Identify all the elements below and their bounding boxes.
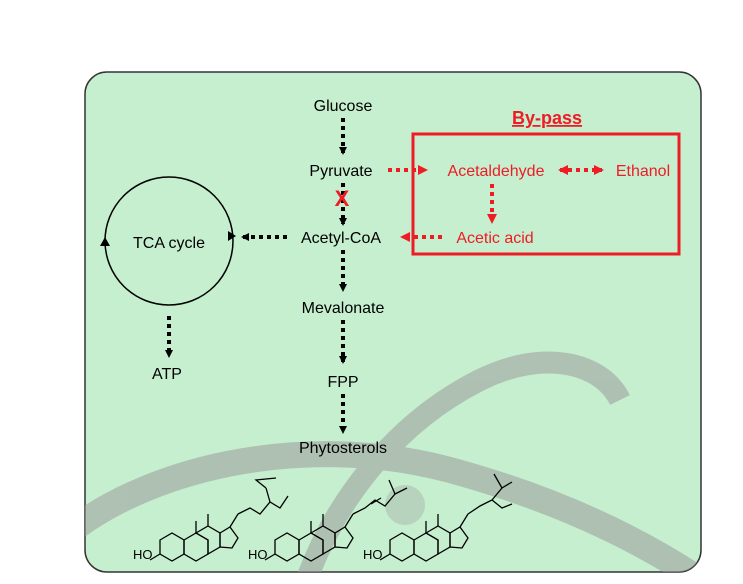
acetic-acid-label: Acetic acid bbox=[456, 230, 533, 247]
phytosterols-label: Phytosterols bbox=[299, 440, 387, 457]
tca-cycle-label: TCA cycle bbox=[133, 235, 205, 252]
acetyl-coa-label: Acetyl-CoA bbox=[301, 230, 381, 247]
pyruvate-label: Pyruvate bbox=[309, 163, 372, 180]
atp-label: ATP bbox=[152, 366, 182, 383]
tca-cycle-arrowhead-left bbox=[100, 237, 110, 246]
hydroxyl-label-2: HO bbox=[248, 547, 268, 562]
bypass-box bbox=[411, 132, 681, 256]
tca-cycle-arrowhead-right bbox=[228, 231, 236, 241]
panel-background bbox=[84, 71, 702, 573]
blocked-mark: X bbox=[335, 186, 350, 211]
fpp-label: FPP bbox=[327, 374, 358, 391]
hydroxyl-label-1: HO bbox=[133, 547, 153, 562]
acetaldehyde-label: Acetaldehyde bbox=[448, 163, 545, 180]
sterol-structure-1 bbox=[149, 477, 289, 562]
mevalonate-label: Mevalonate bbox=[302, 300, 385, 317]
ethanol-label: Ethanol bbox=[616, 163, 670, 180]
bypass-title: By-pass bbox=[512, 108, 582, 128]
glucose-label: Glucose bbox=[314, 98, 373, 115]
sterol-structure-2 bbox=[264, 479, 408, 562]
sterol-structure-3 bbox=[379, 473, 513, 562]
hydroxyl-label-3: HO bbox=[363, 547, 383, 562]
